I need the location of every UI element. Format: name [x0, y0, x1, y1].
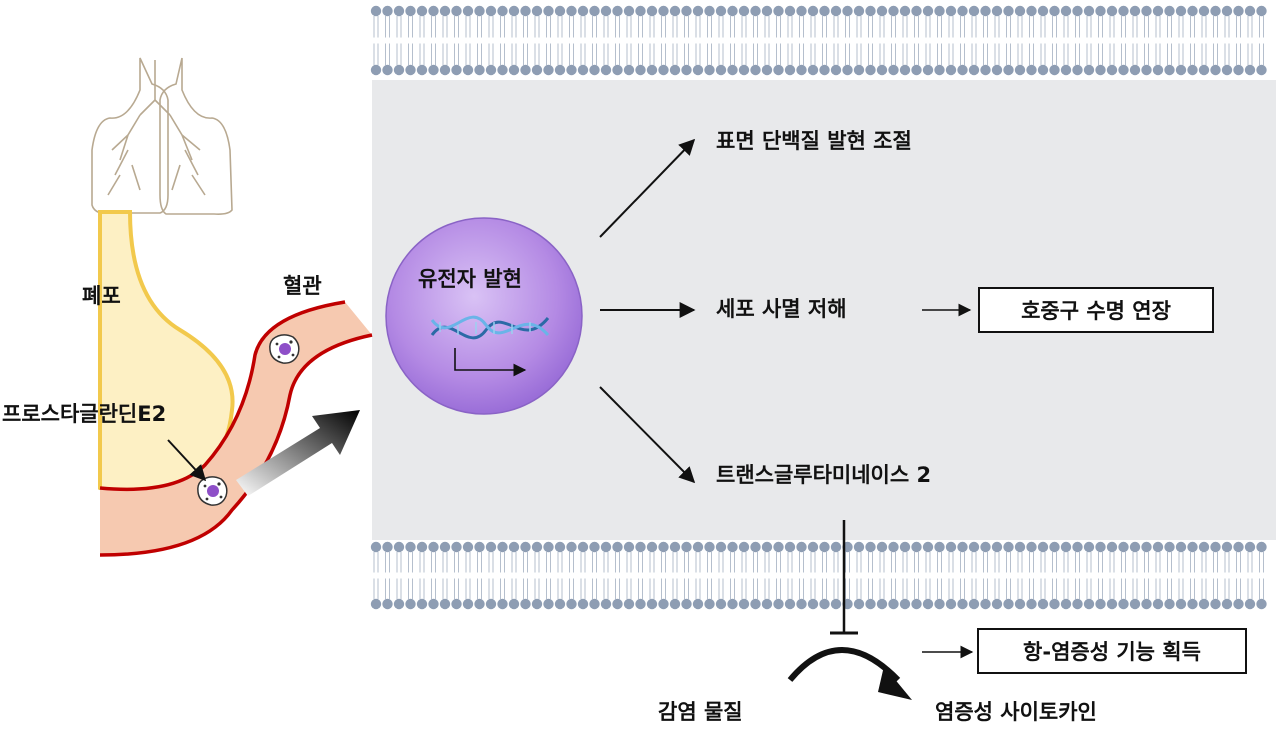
pathway-curve-arrowhead: [878, 666, 912, 700]
gene-expression-label: 유전자 발현: [418, 267, 522, 291]
pge2-pointer-arrow: [167, 439, 207, 482]
surface-protein-label: 표면 단백질 발현 조절: [716, 129, 912, 153]
cell-membranes: [370, 5, 1267, 610]
transglutaminase-label: 트랜스글루타미네이스 2: [716, 463, 932, 487]
alveolus-shape: [98, 210, 235, 496]
pathway-curve-arrow: [787, 647, 901, 683]
dna-icon: [430, 315, 550, 340]
arrow-surface: [599, 138, 696, 238]
arrow-tgm2: [599, 386, 696, 484]
lungs-icon: [91, 57, 233, 215]
nucleus: [385, 217, 583, 415]
lifespan-extension-box: 호중구 수명 연장: [978, 287, 1214, 333]
anti-inflammatory-box: 항-염증성 기능 획득: [977, 628, 1247, 674]
apoptosis-inhibition-label: 세포 사멸 저해: [716, 297, 847, 321]
alveolus-label: 폐포: [82, 284, 121, 308]
neutrophil-icon: [269, 334, 300, 364]
transcription-arrow: [454, 348, 527, 377]
neutrophil-icon: [197, 476, 228, 506]
inflammatory-cytokine-label: 염증성 사이토카인: [935, 700, 1097, 724]
vessel-label: 혈관: [283, 274, 322, 298]
migration-arrow: [236, 410, 360, 496]
pge2-label: 프로스타글란딘E2: [2, 402, 167, 426]
vessel-wall-inner: [99, 300, 346, 492]
infectious-agent-label: 감염 물질: [658, 700, 743, 724]
